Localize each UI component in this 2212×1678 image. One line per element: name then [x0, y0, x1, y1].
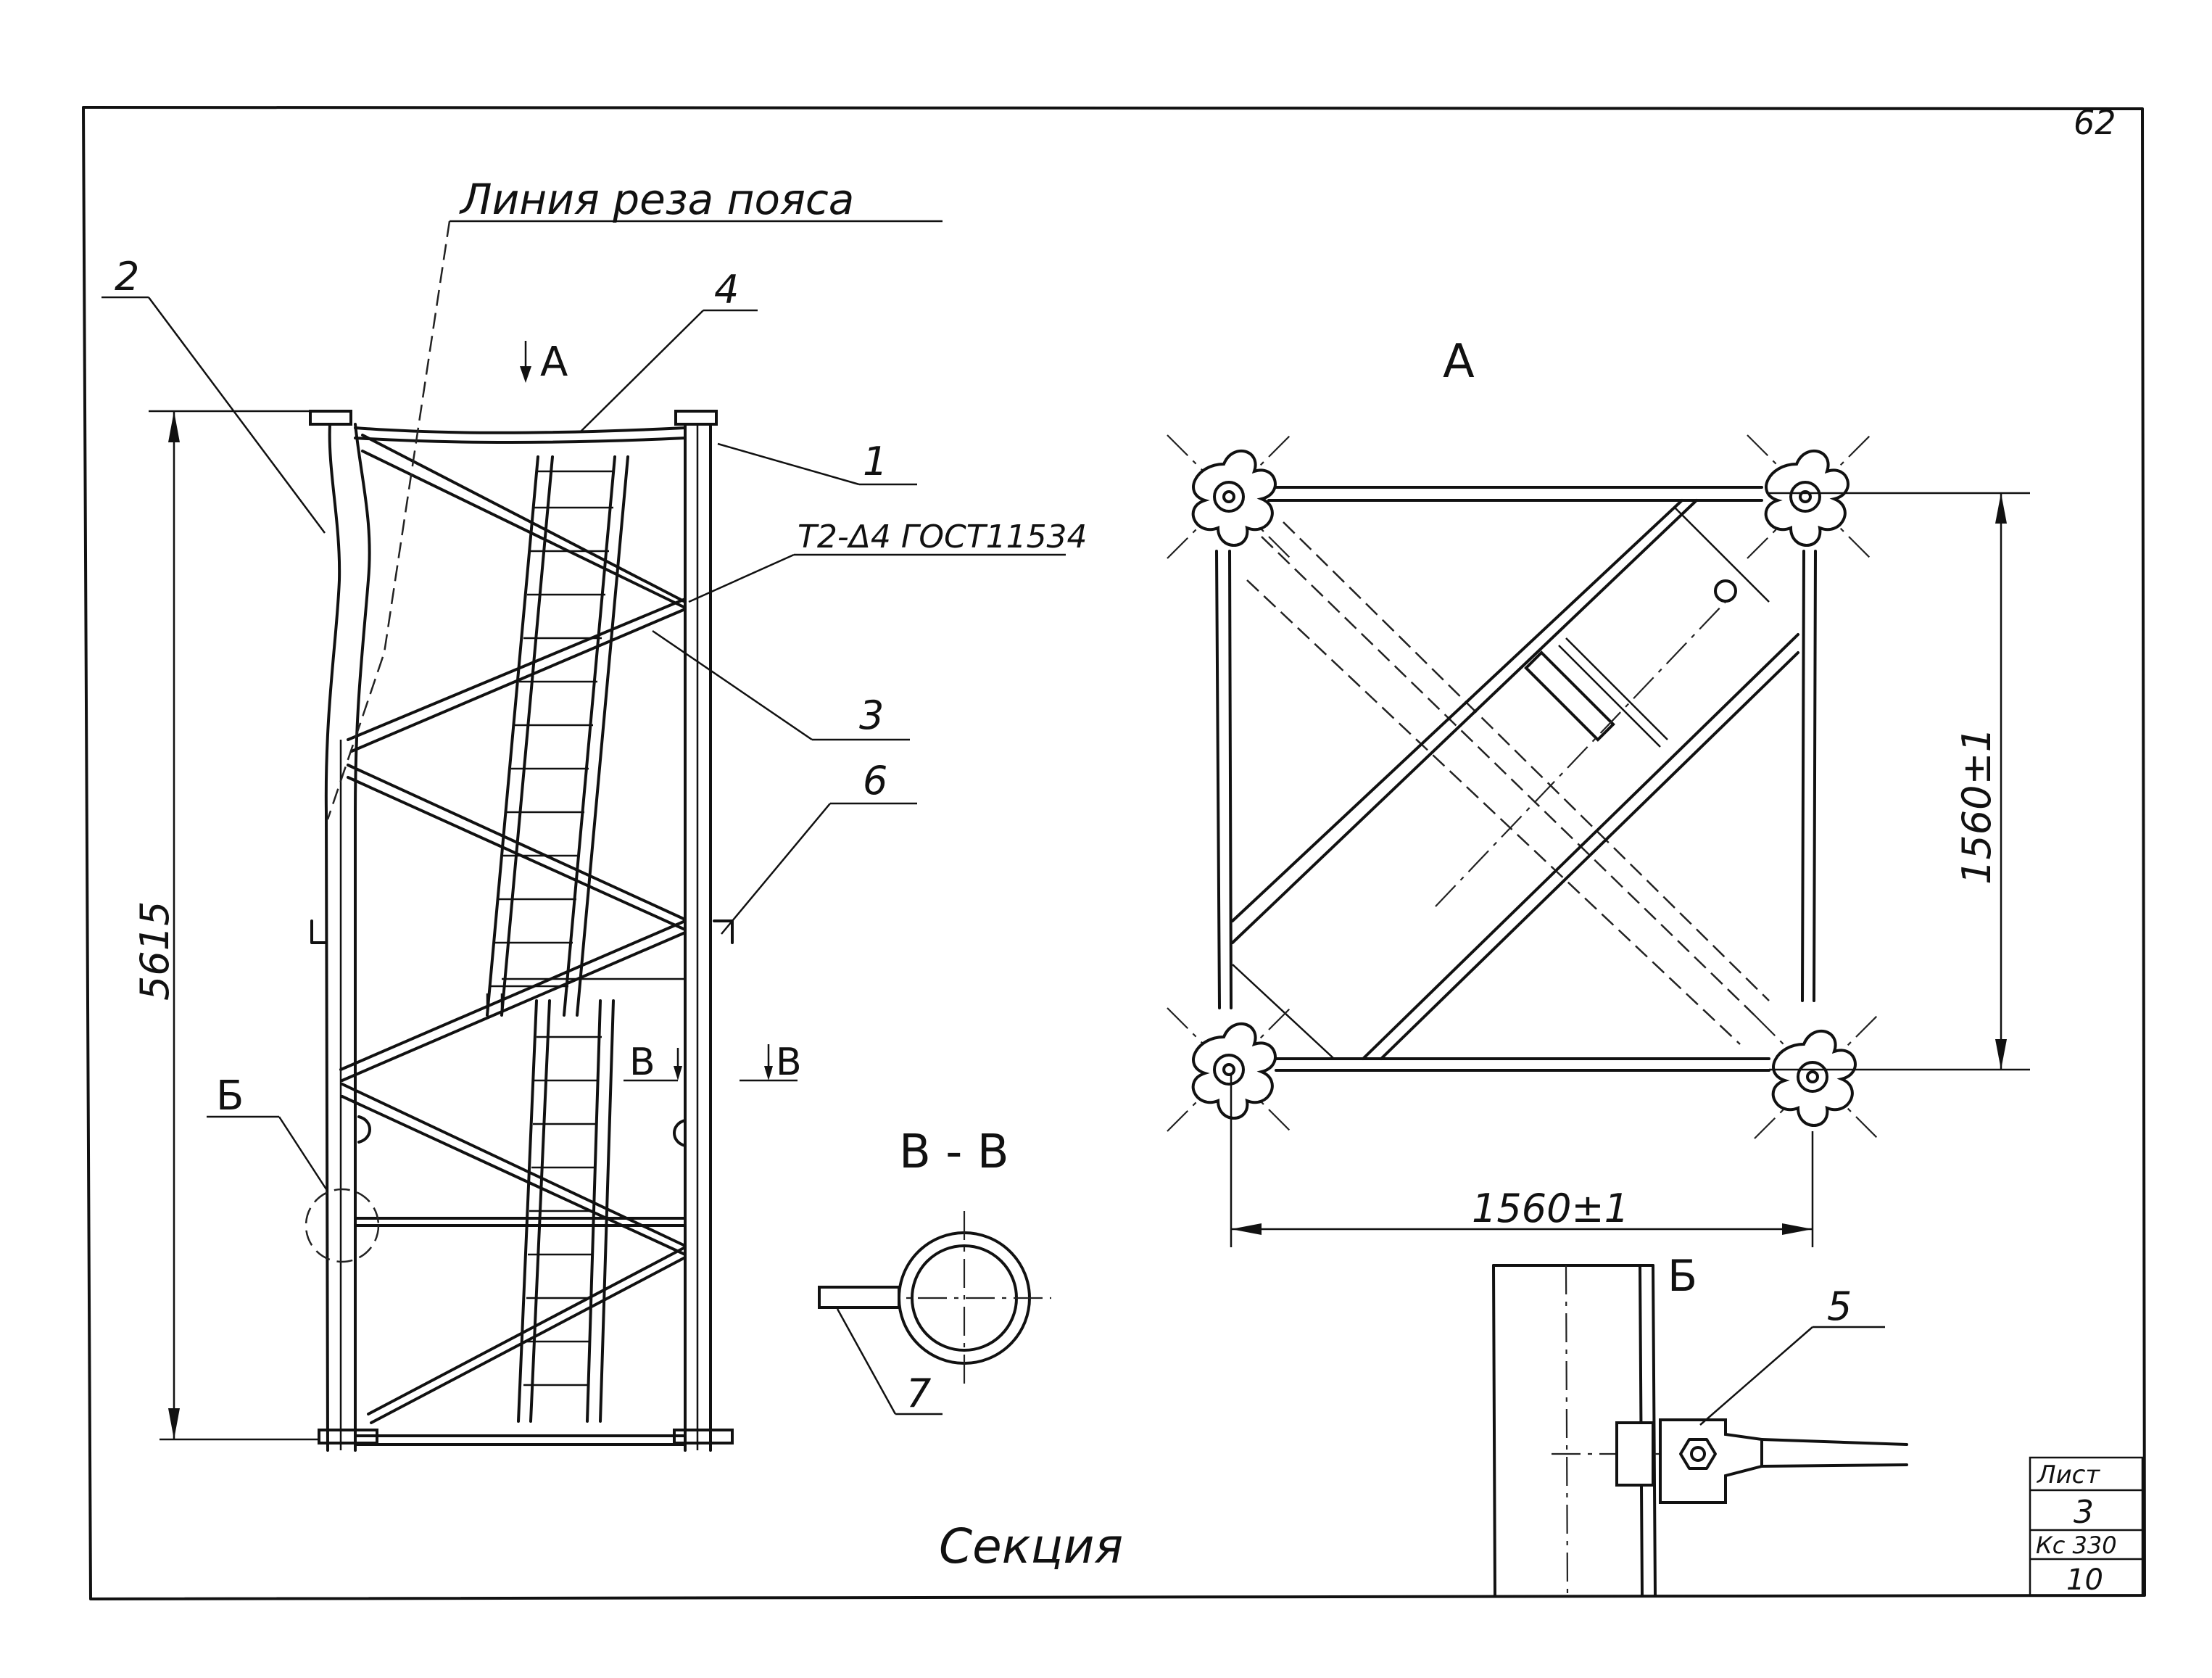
callout-2: 2 [102, 254, 326, 534]
corner-node-bottom-left [1167, 1007, 1291, 1132]
callout-1-label: 1 [863, 439, 887, 484]
callout-4-label: 4 [714, 267, 739, 313]
title-block-sheet-label: Лист [2036, 1460, 2100, 1489]
cut-line-label: Линия реза пояса [459, 175, 854, 224]
callout-7-label: 7 [906, 1371, 931, 1416]
view-a-marker-label: A [540, 339, 568, 386]
lattice-diagonals [339, 434, 687, 1424]
view-a-marker: A [520, 339, 568, 386]
weld-label: Т2-Δ4 ГОСТ11534 [798, 518, 1088, 555]
section-v-v-title: В - В [899, 1125, 1009, 1179]
view-a-title: A [1443, 335, 1475, 389]
corner-node-top-left [1167, 434, 1291, 559]
section-v-marker-left: В [629, 1041, 655, 1084]
detail-b-marker-label: Б [216, 1072, 244, 1120]
section-v-markers: В В [624, 1041, 802, 1084]
detail-b-marker: Б [207, 1072, 380, 1263]
detail-b-title: Б [1668, 1251, 1697, 1302]
drawing-frame [82, 106, 2146, 1600]
callout-6: 6 [721, 758, 917, 935]
section-v-marker-right: В [776, 1041, 802, 1084]
title-block-sheet-no: 3 [2074, 1494, 2094, 1531]
title-block-code: Кс 330 [2036, 1532, 2117, 1559]
callout-2-label: 2 [115, 254, 139, 299]
corner-node-bottom-right [1754, 1014, 1878, 1139]
callout-1: 1 [717, 439, 917, 486]
dimension-height-text: 5615 [132, 901, 178, 1001]
dimension-vertical [1769, 492, 2030, 1071]
dimension-vertical-text: 1560±1 [1954, 727, 2000, 885]
dimension-horizontal-text: 1560±1 [1472, 1186, 1629, 1231]
callout-3-label: 3 [859, 693, 884, 738]
callout-3: 3 [652, 629, 910, 741]
detail-b: 5 [1492, 1264, 1908, 1597]
callout-6-label: 6 [863, 758, 887, 803]
section-caption: Секция [939, 1518, 1123, 1574]
plan-view-a [1167, 434, 1878, 1139]
dimension-height [149, 410, 319, 1441]
callout-4: 4 [579, 267, 758, 433]
section-v-v: В - В 7 [818, 1125, 1051, 1416]
sheet-number: 62 [2074, 103, 2116, 142]
dimension-horizontal [1230, 1073, 1814, 1247]
tower-section-elevation [309, 220, 734, 1452]
callout-5-label: 5 [1827, 1284, 1852, 1329]
title-block-page: 10 [2066, 1563, 2103, 1597]
ladder [486, 455, 685, 1423]
title-block: Лист 3 Кс 330 10 [2029, 1456, 2144, 1597]
corner-node-top-right [1747, 434, 1871, 559]
weld-callout: Т2-Δ4 ГОСТ11534 [688, 518, 1088, 603]
